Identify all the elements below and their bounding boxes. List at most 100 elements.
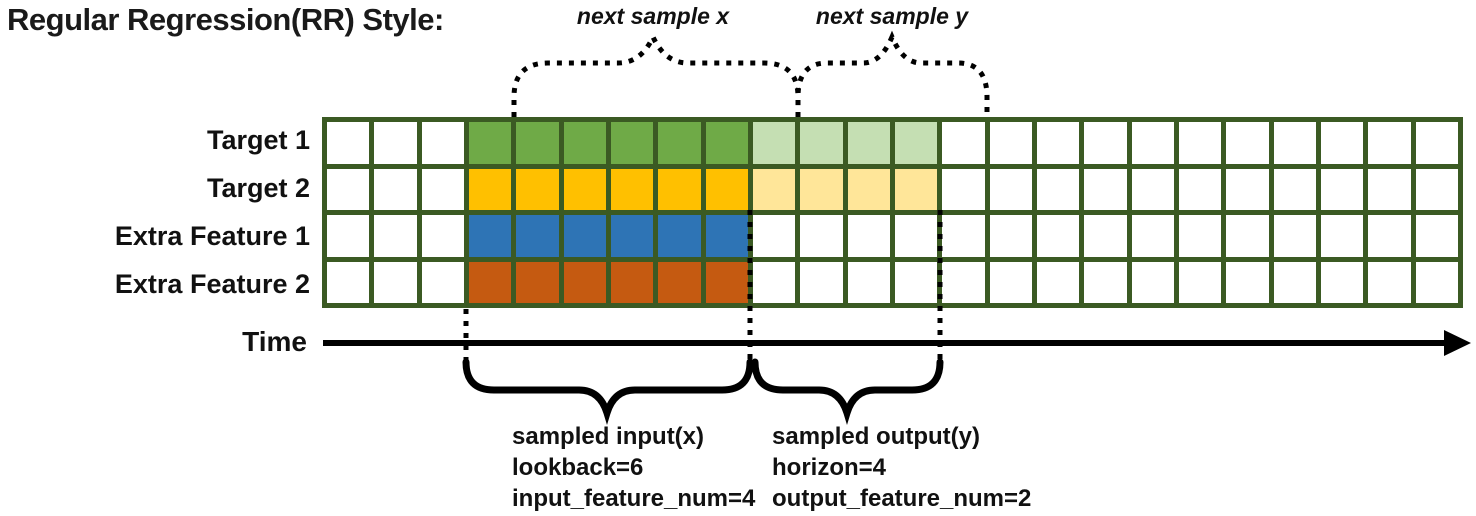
grid-cell xyxy=(705,168,748,210)
grid-cell xyxy=(1368,261,1411,303)
grid-cell xyxy=(1036,261,1080,303)
row-label-target-2: Target 2 xyxy=(206,173,310,204)
grid-cell xyxy=(942,168,985,210)
grid-cell xyxy=(1036,122,1080,164)
row-label-extra-feature-1: Extra Feature 1 xyxy=(114,220,310,251)
grid-cell xyxy=(468,261,512,303)
grid-cell xyxy=(800,122,843,164)
grid-cell xyxy=(942,261,985,303)
grid-cell xyxy=(327,215,370,257)
grid-cell xyxy=(1273,261,1316,303)
grid-cell xyxy=(563,215,606,257)
dotted-brace-next-sample-y xyxy=(795,30,990,117)
row-labels: Target 1 Target 2 Extra Feature 1 Extra … xyxy=(0,117,310,308)
grid-cell xyxy=(1415,168,1458,210)
output-feature-num-line: output_feature_num=2 xyxy=(772,485,1032,512)
grid-cell xyxy=(894,215,938,257)
brace-sampled-output xyxy=(751,358,944,426)
sample-grid xyxy=(322,117,1463,308)
grid-cell xyxy=(516,122,559,164)
grid-cell xyxy=(1131,168,1174,210)
next-sample-y-label: next sample y xyxy=(815,3,969,29)
grid-cell xyxy=(752,122,796,164)
grid-cell xyxy=(374,261,417,303)
input-feature-num-line: input_feature_num=4 xyxy=(512,485,756,512)
grid-cell xyxy=(847,261,890,303)
grid-cell xyxy=(1131,215,1174,257)
grid-cell xyxy=(752,261,796,303)
grid-cell xyxy=(800,215,843,257)
row-label-extra-feature-2: Extra Feature 2 xyxy=(114,268,310,299)
grid-cell xyxy=(516,215,559,257)
grid-cell xyxy=(1178,168,1222,210)
grid-cell xyxy=(421,261,464,303)
grid-cell xyxy=(1178,215,1222,257)
dotted-brace-next-sample-x xyxy=(511,31,801,117)
grid-cell xyxy=(516,261,559,303)
grid-cell xyxy=(374,168,417,210)
grid-cell xyxy=(1084,215,1127,257)
time-axis-label: Time xyxy=(242,326,307,357)
grid-cell xyxy=(1178,122,1222,164)
grid-cell xyxy=(610,168,654,210)
grid-cell xyxy=(1320,215,1364,257)
grid-cell xyxy=(421,215,464,257)
grid-cell xyxy=(1273,215,1316,257)
grid-cell xyxy=(847,168,890,210)
grid-cell xyxy=(1226,122,1269,164)
sampled-output-line: sampled output(y) xyxy=(772,423,980,450)
grid-cell xyxy=(563,122,606,164)
grid-cell xyxy=(942,122,985,164)
grid-cell xyxy=(989,215,1032,257)
grid-cell xyxy=(516,168,559,210)
next-sample-x-label: next sample x xyxy=(576,3,730,29)
grid-cell xyxy=(1273,168,1316,210)
grid-cell xyxy=(1320,168,1364,210)
grid-cell xyxy=(1084,122,1127,164)
grid-cell xyxy=(1084,168,1127,210)
grid-cell xyxy=(1320,122,1364,164)
grid-cell xyxy=(847,122,890,164)
grid-cell xyxy=(658,122,701,164)
grid-cell xyxy=(800,261,843,303)
grid-cell xyxy=(327,122,370,164)
brace-sampled-input xyxy=(462,358,754,426)
grid-cell xyxy=(1320,261,1364,303)
grid-cell xyxy=(1226,261,1269,303)
grid-cell xyxy=(1415,122,1458,164)
grid-cell xyxy=(327,168,370,210)
grid-cell xyxy=(658,168,701,210)
grid-cell xyxy=(800,168,843,210)
grid-cell xyxy=(989,122,1032,164)
grid-cell xyxy=(327,261,370,303)
grid-cell xyxy=(658,215,701,257)
grid-cell xyxy=(989,261,1032,303)
grid-cell xyxy=(1036,168,1080,210)
grid-cell xyxy=(610,261,654,303)
sampled-input-line: sampled input(x) xyxy=(512,423,705,450)
grid-cell xyxy=(705,122,748,164)
sampled-input-caption: sampled input(x) lookback=6 input_featur… xyxy=(512,421,755,514)
grid-cell xyxy=(705,261,748,303)
grid-cell xyxy=(1415,215,1458,257)
diagram-title: Regular Regression(RR) Style: xyxy=(7,2,444,37)
grid-cell xyxy=(752,168,796,210)
grid-cell xyxy=(752,215,796,257)
grid-cell xyxy=(1368,168,1411,210)
grid-cell xyxy=(563,261,606,303)
grid-cell xyxy=(1036,215,1080,257)
grid-cell xyxy=(1131,122,1174,164)
grid-cell xyxy=(1273,122,1316,164)
grid-cell xyxy=(421,122,464,164)
row-label-target-1: Target 1 xyxy=(206,125,310,156)
grid-cell xyxy=(894,261,938,303)
grid-cell xyxy=(894,122,938,164)
grid-cell xyxy=(989,168,1032,210)
grid-cell xyxy=(468,168,512,210)
grid-cell xyxy=(1368,122,1411,164)
grid-cell xyxy=(374,122,417,164)
grid-cell xyxy=(1226,215,1269,257)
grid-cell xyxy=(658,261,701,303)
grid-cell xyxy=(705,215,748,257)
